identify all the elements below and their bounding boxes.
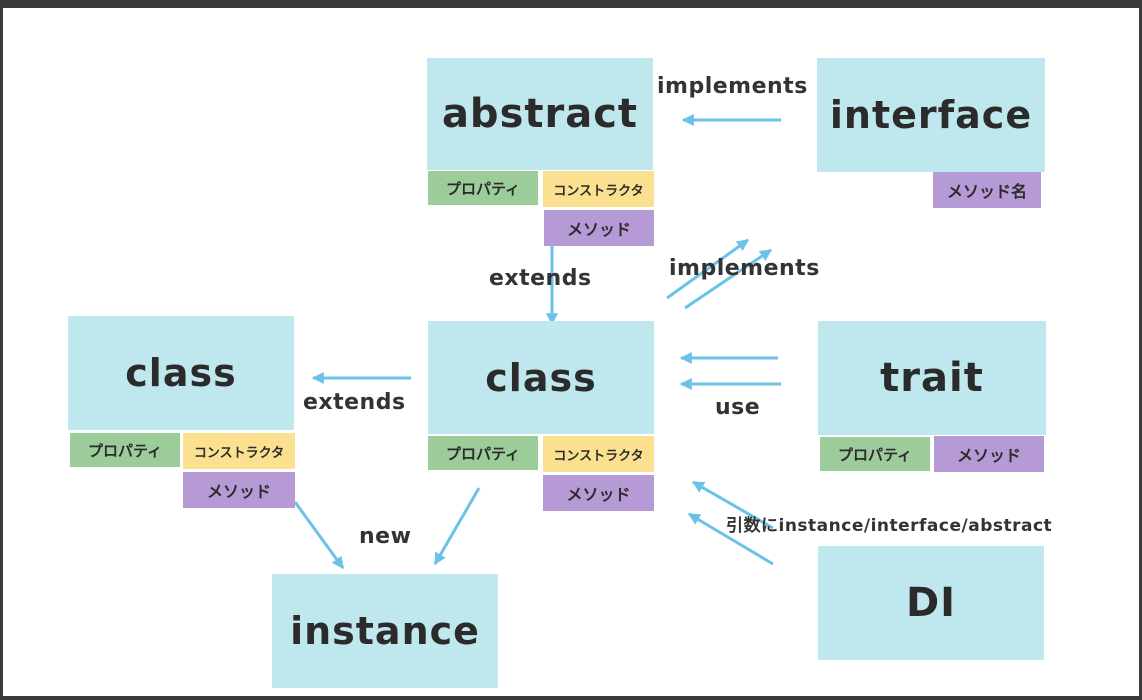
class-left-constructor-tag: コンストラクタ [183,433,295,469]
new-label: new [359,524,412,549]
arrow-new-left [293,501,345,569]
class-left-method-tag: メソッド [183,472,295,508]
di-box: DI [818,546,1044,660]
diagram-canvas: abstract プロパティ コンストラクタ メソッド interface メソ… [3,8,1139,696]
implements-top-label: implements [657,74,808,99]
extends-horizontal-label: extends [303,390,406,415]
class-center-property-tag: プロパティ [428,436,538,470]
extends-vertical-label: extends [489,266,592,291]
instance-box: instance [272,574,498,688]
interface-method-name-tag: メソッド名 [933,172,1041,208]
class-left-property-tag: プロパティ [70,433,180,467]
trait-method-tag: メソッド [934,436,1044,472]
use-label: use [715,395,761,420]
abstract-constructor-tag: コンストラクタ [543,171,654,207]
trait-box: trait [818,321,1046,435]
interface-box: interface [817,58,1045,172]
class-left-box: class [68,316,294,430]
arrow-implements-class-interface-1 [666,238,749,300]
arrow-di-2 [687,512,774,566]
abstract-method-tag: メソッド [544,210,654,246]
implements-mid-label: implements [669,256,820,281]
class-center-box: class [428,321,654,434]
arrow-di-1 [691,480,774,530]
abstract-property-tag: プロパティ [428,171,538,205]
arrow-implements-class-interface-2 [684,248,772,310]
class-center-method-tag: メソッド [543,475,654,511]
class-center-constructor-tag: コンストラクタ [543,436,654,472]
di-note-label: 引数にinstance/interface/abstract [726,516,1053,536]
abstract-box: abstract [427,58,653,170]
trait-property-tag: プロパティ [820,437,930,471]
arrow-new-center [433,487,481,566]
